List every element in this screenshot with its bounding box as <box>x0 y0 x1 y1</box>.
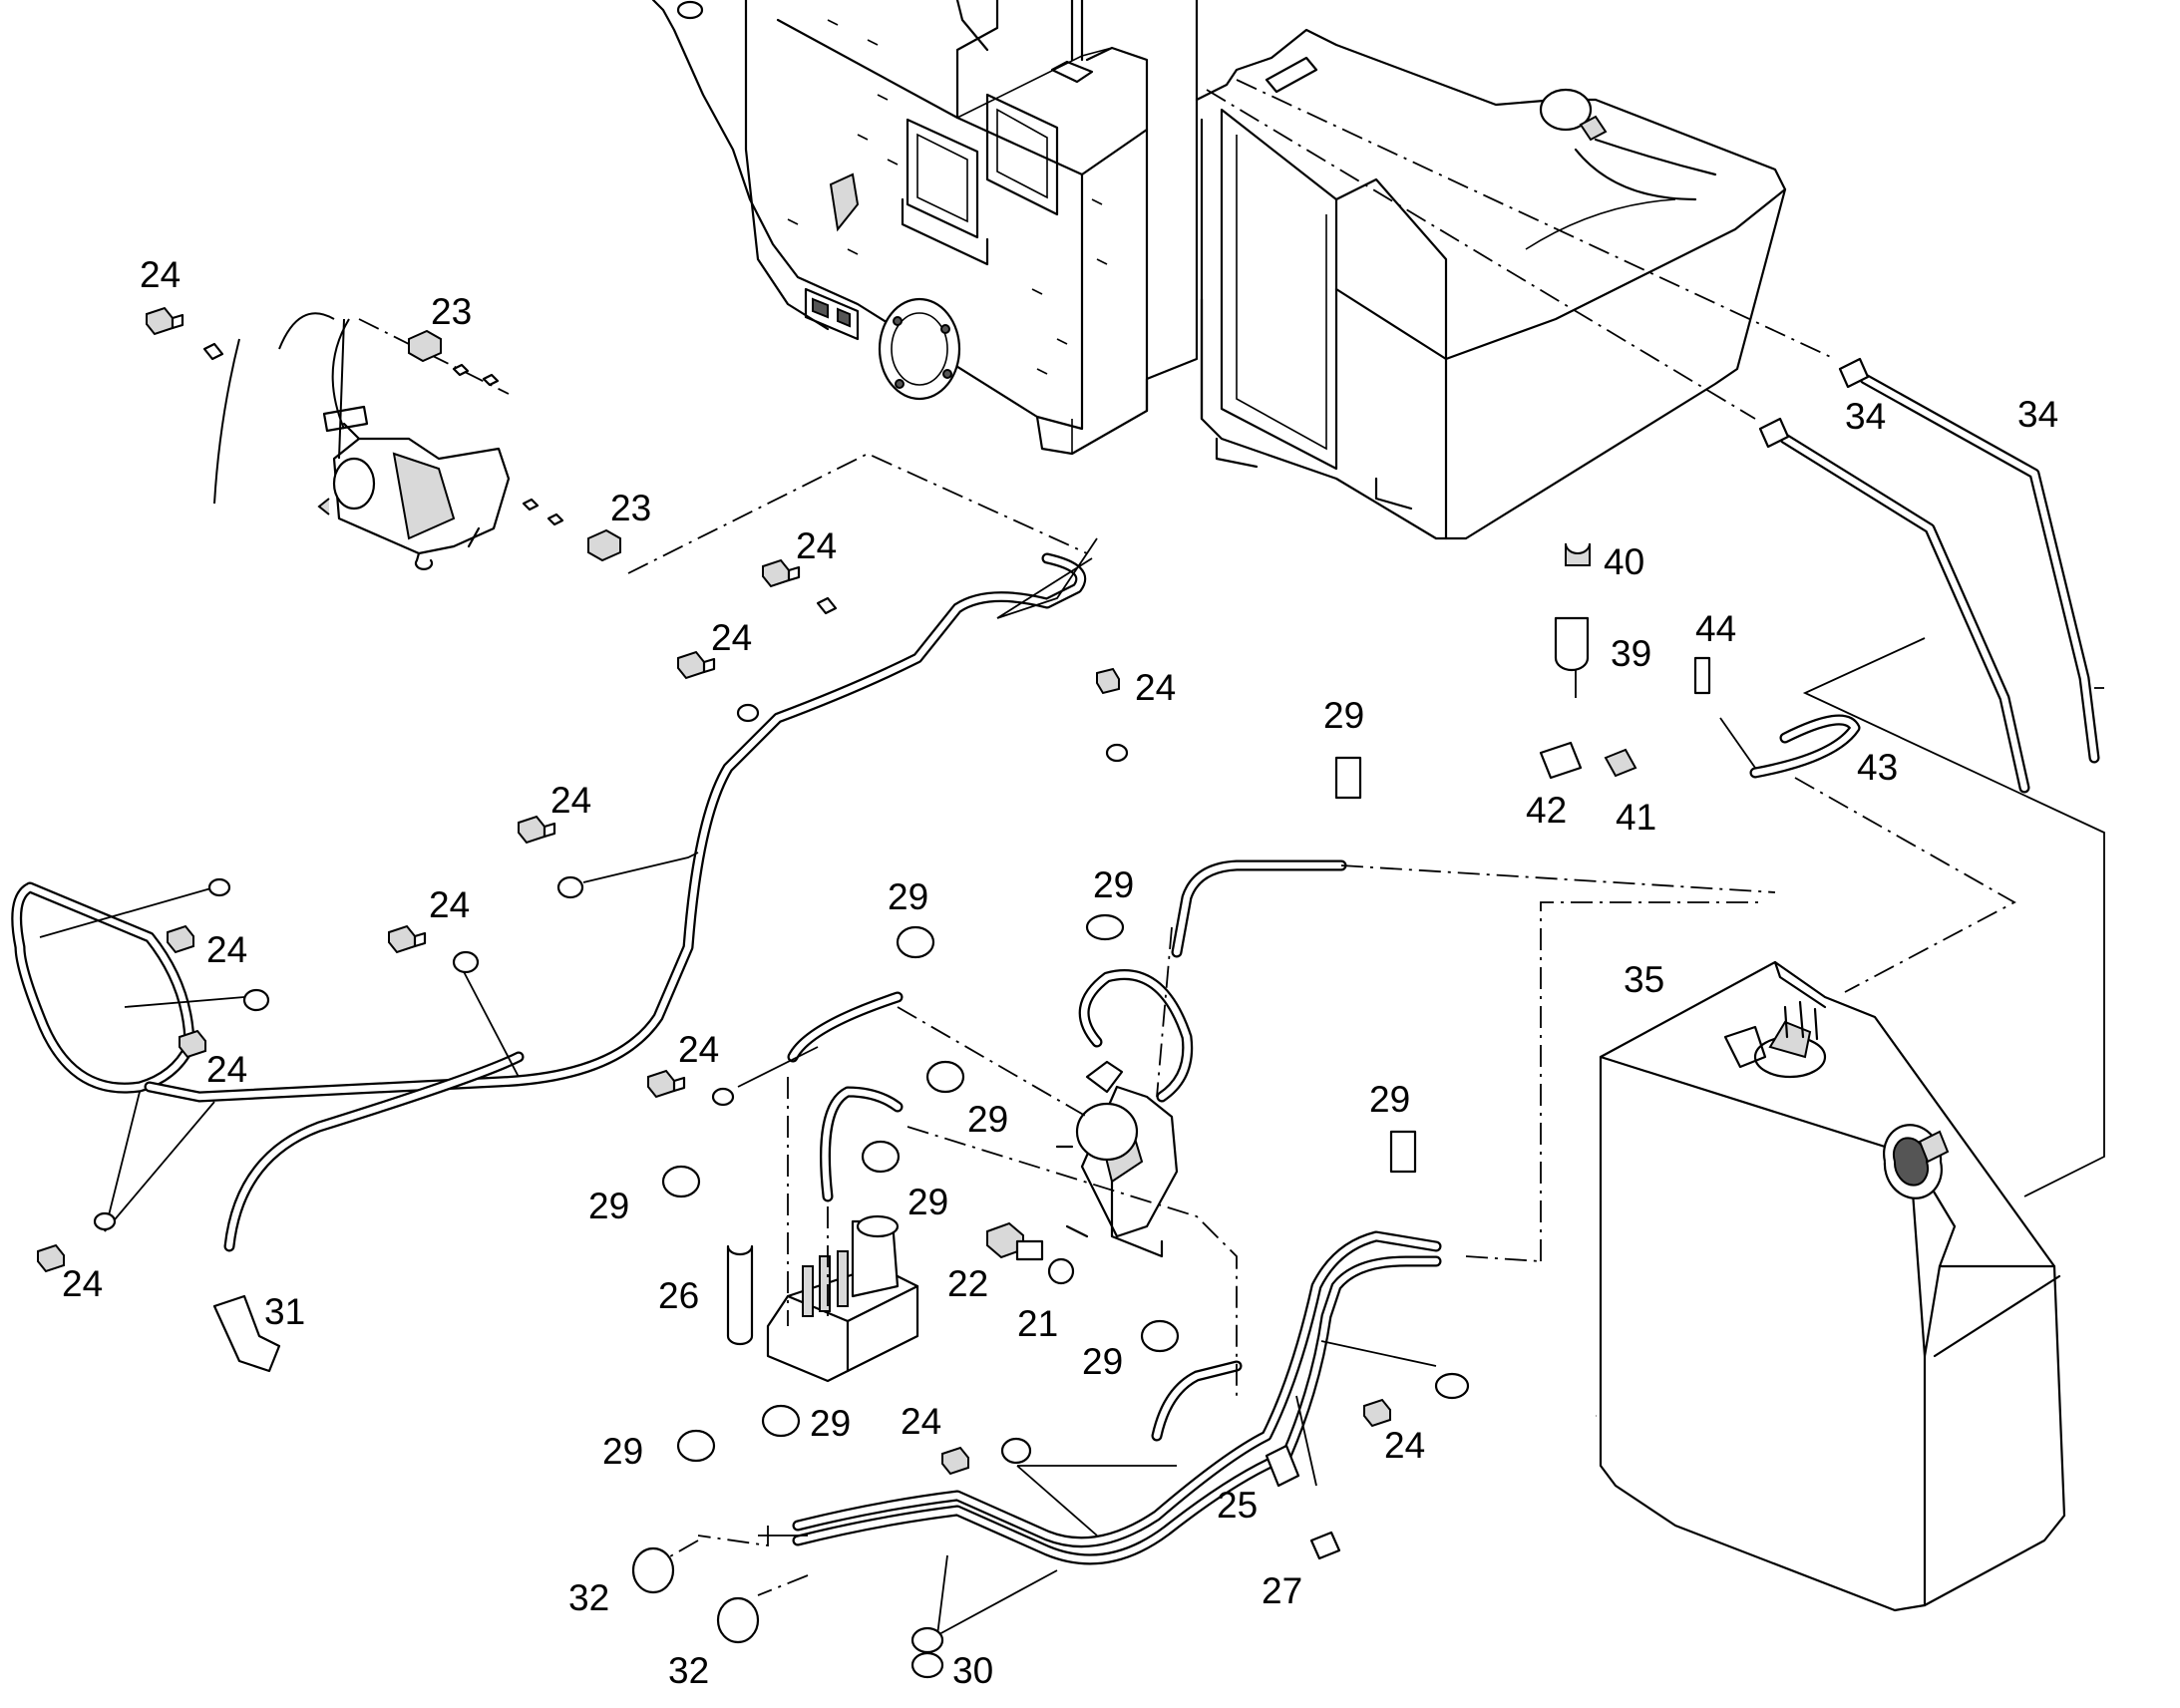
callout-22: 22 <box>947 1263 988 1304</box>
callout-24: 24 <box>429 884 470 925</box>
callout-44: 44 <box>1695 608 1736 649</box>
small-parts <box>37 306 1711 1679</box>
callout-29: 29 <box>810 1403 851 1444</box>
callout-40: 40 <box>1604 541 1644 582</box>
callout-39: 39 <box>1611 633 1651 674</box>
callout-29: 29 <box>908 1182 948 1222</box>
callout-32: 32 <box>568 1577 609 1618</box>
callout-31: 31 <box>264 1291 305 1332</box>
fitting-24-g <box>167 924 194 954</box>
callout-24: 24 <box>1384 1425 1425 1466</box>
callout-29: 29 <box>1323 695 1364 736</box>
fuel-hoses <box>11 552 1861 1565</box>
callout-29: 29 <box>1093 864 1134 905</box>
fitting-24-h <box>179 1029 206 1059</box>
fitting-24-b <box>762 558 801 588</box>
callout-32: 32 <box>668 1650 709 1691</box>
fitting-24-e <box>518 815 556 845</box>
callout-29: 29 <box>1082 1341 1123 1382</box>
machine-frame <box>651 0 1787 540</box>
fitting-24-j <box>647 1069 686 1099</box>
callout-24: 24 <box>1135 667 1176 708</box>
callout-27: 27 <box>1262 1570 1302 1611</box>
callout-24: 24 <box>140 254 181 295</box>
leader-lines <box>39 537 2105 1636</box>
callout-34: 34 <box>2017 394 2058 435</box>
callout-42: 42 <box>1526 790 1567 831</box>
callout-25: 25 <box>1217 1485 1258 1526</box>
callout-26: 26 <box>658 1275 699 1316</box>
fitting-24-f <box>388 924 427 954</box>
fitting-24-i <box>37 1243 65 1273</box>
callout-24: 24 <box>901 1401 941 1442</box>
callout-23: 23 <box>431 291 472 332</box>
fuel-tank <box>1599 960 2066 1612</box>
fitting-24-c <box>677 650 716 680</box>
callout-43: 43 <box>1857 747 1898 788</box>
fuel-pump-block <box>1055 969 1194 1258</box>
callout-24: 24 <box>206 1049 247 1090</box>
callout-24: 24 <box>678 1029 719 1070</box>
fitting-24-a <box>146 306 184 336</box>
callout-24: 24 <box>550 780 591 821</box>
callout-29: 29 <box>1369 1079 1410 1120</box>
callout-29: 29 <box>602 1431 643 1472</box>
callout-23: 23 <box>610 488 651 528</box>
callout-29: 29 <box>888 876 928 917</box>
callout-35: 35 <box>1624 959 1664 1000</box>
callout-24: 24 <box>206 929 247 970</box>
callout-30: 30 <box>952 1650 993 1691</box>
callout-41: 41 <box>1616 797 1656 838</box>
fitting-24-l <box>1363 1398 1391 1428</box>
callout-24: 24 <box>62 1263 103 1304</box>
heater-unit <box>213 312 511 570</box>
callout-34: 34 <box>1845 396 1886 437</box>
callout-29: 29 <box>588 1186 629 1226</box>
battery-cables <box>1758 357 2100 794</box>
callout-24: 24 <box>711 617 752 658</box>
callout-21: 21 <box>1017 1303 1058 1344</box>
callout-24: 24 <box>796 525 837 566</box>
fitting-24-d <box>1096 667 1120 695</box>
callout-29: 29 <box>967 1099 1008 1140</box>
valve-block <box>766 1214 919 1383</box>
callout-labels: 24 23 23 24 24 24 24 24 24 24 24 24 24 2… <box>62 254 2058 1691</box>
fitting-24-k <box>941 1446 969 1476</box>
